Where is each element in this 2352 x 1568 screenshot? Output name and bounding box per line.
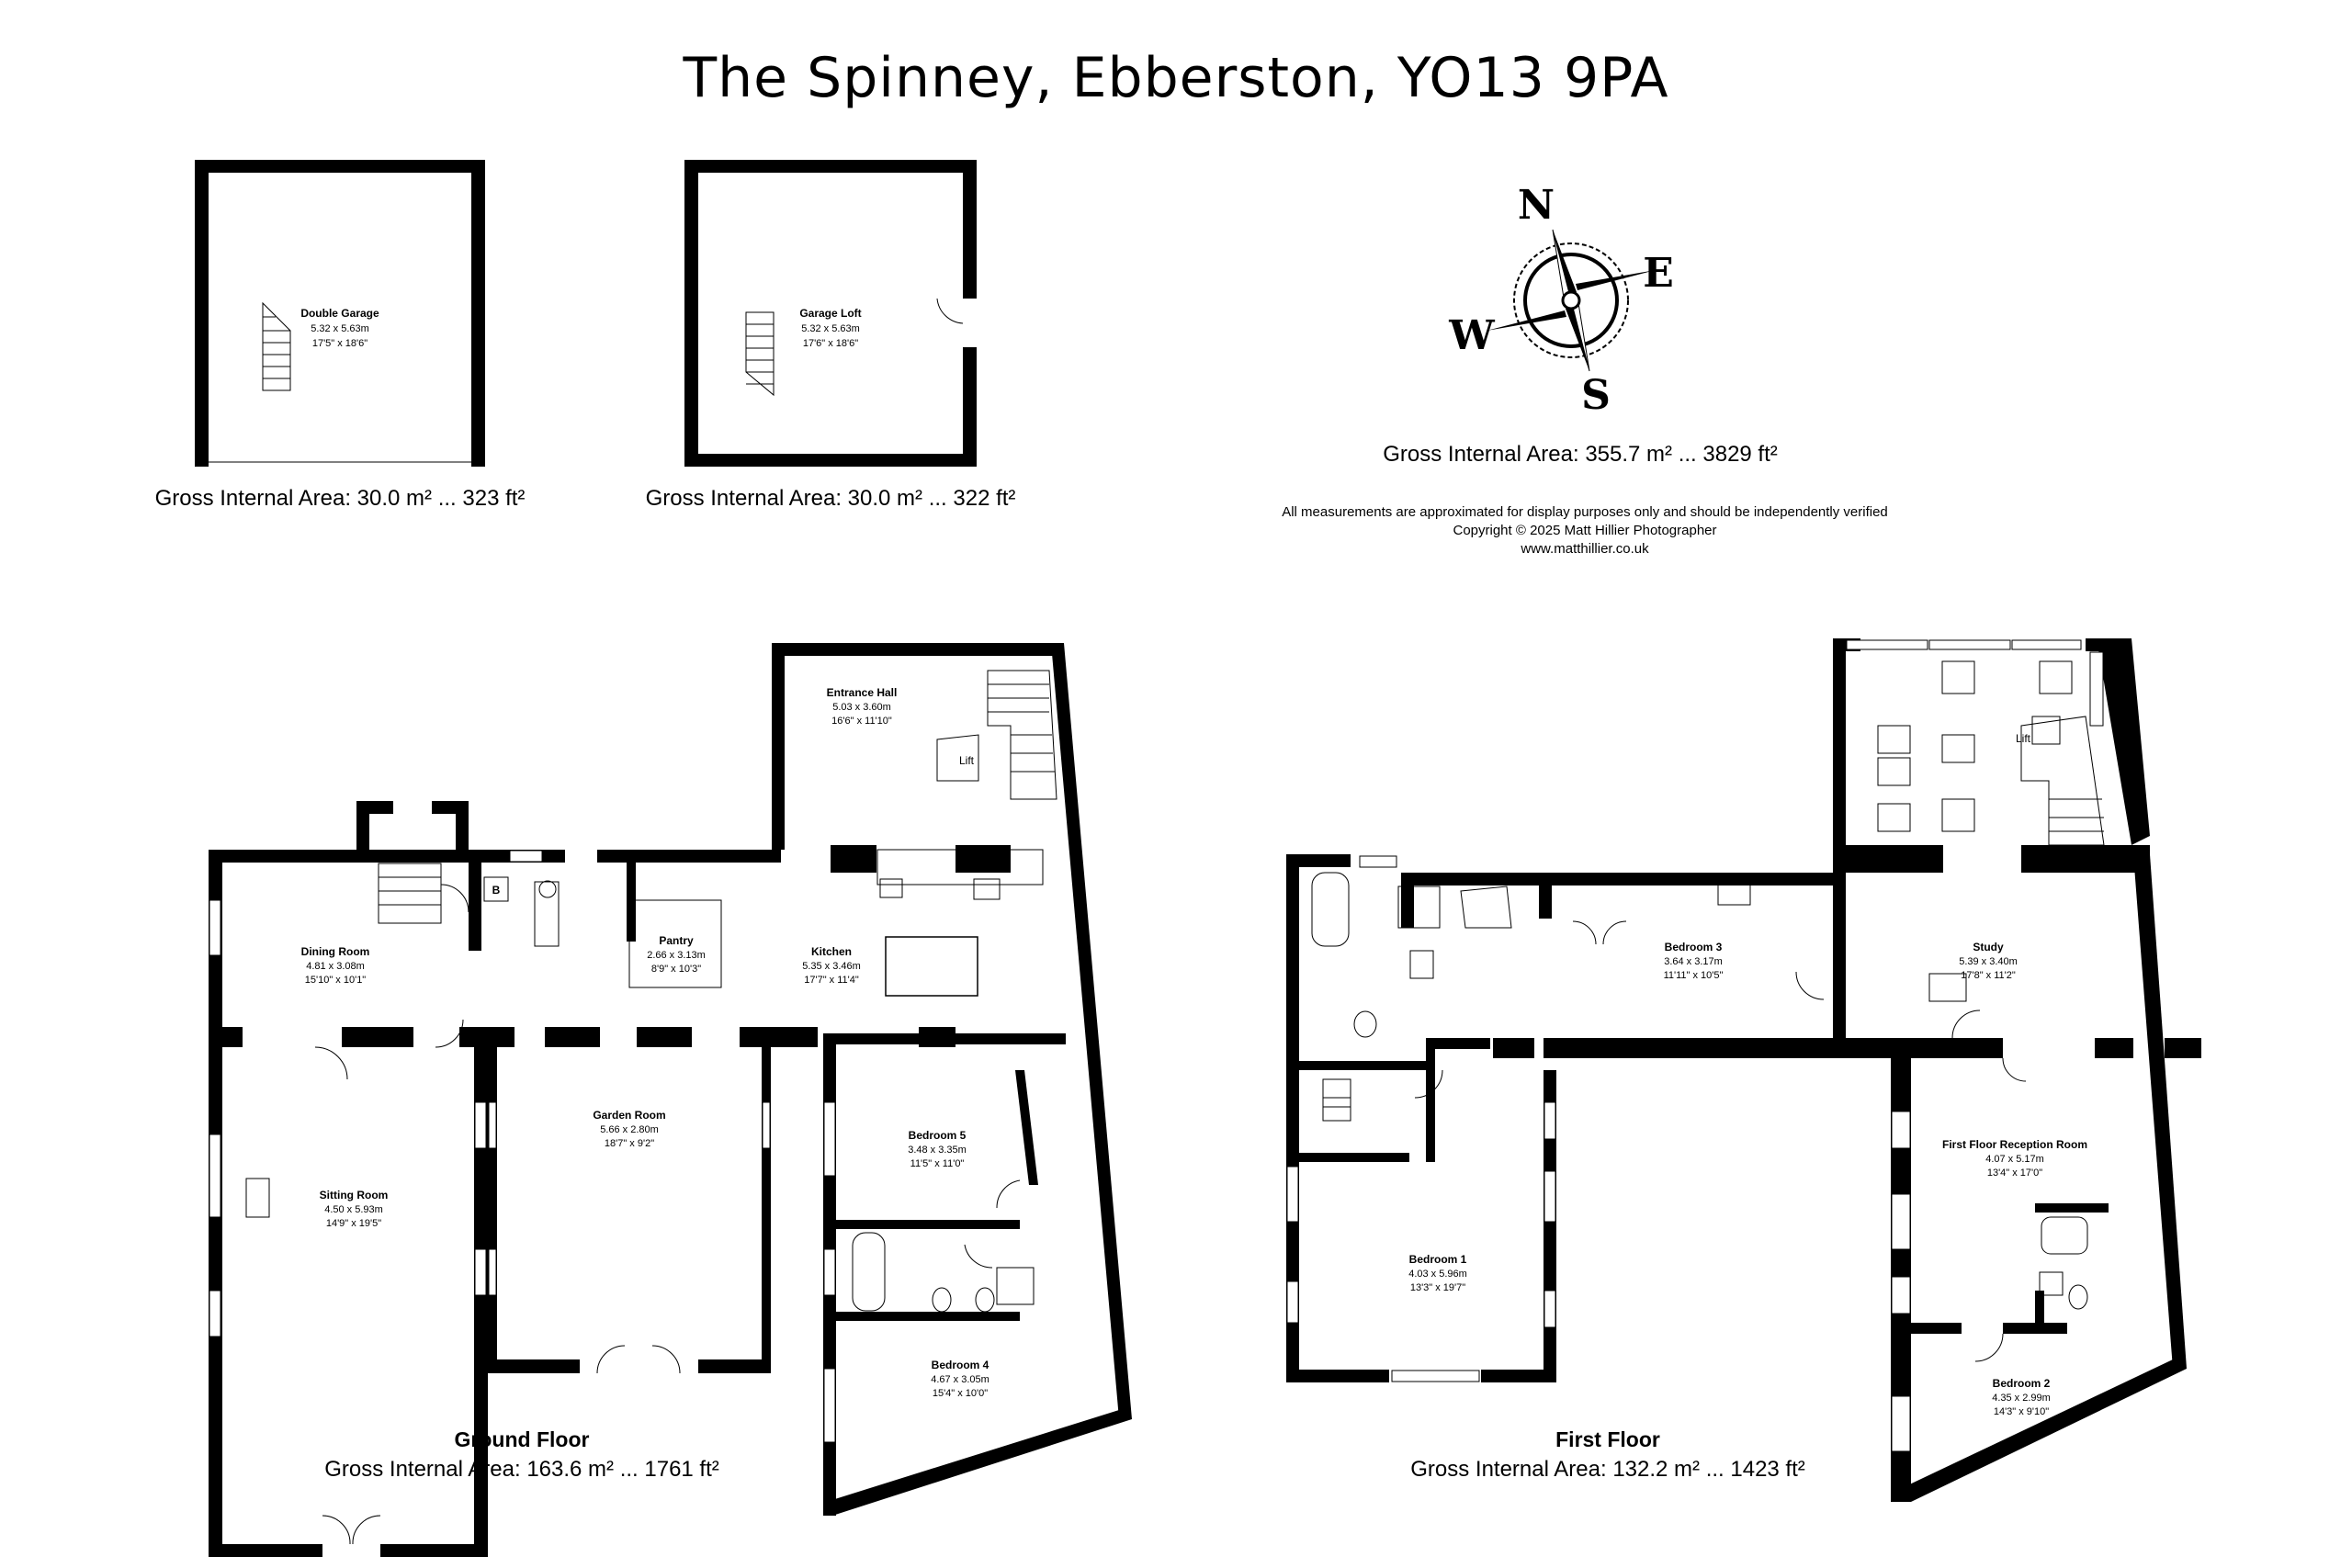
dining-room-imperial: 15'10" x 10'1" xyxy=(305,975,367,986)
bedroom-3-name: Bedroom 3 xyxy=(1665,941,1723,953)
dining-room-metric: 4.81 x 3.08m xyxy=(306,961,365,972)
entrance-hall-metric: 5.03 x 3.60m xyxy=(832,702,891,713)
loft-area: Gross Internal Area: 30.0 m² ... 322 ft² xyxy=(646,486,1016,511)
reception-room-metric: 4.07 x 5.17m xyxy=(1985,1154,2044,1165)
bedroom-5-metric: 3.48 x 3.35m xyxy=(908,1145,967,1156)
dining-room-name: Dining Room xyxy=(301,945,370,958)
garage-room-imperial: 17'5" x 18'6" xyxy=(312,338,368,349)
reception-room-imperial: 13'4" x 17'0" xyxy=(1987,1168,2042,1179)
first-floor-area: Gross Internal Area: 132.2 m² ... 1423 f… xyxy=(1410,1457,1805,1482)
study-metric: 5.39 x 3.40m xyxy=(1959,956,2018,967)
pantry-name: Pantry xyxy=(659,934,694,947)
sitting-room-metric: 4.50 x 5.93m xyxy=(324,1204,383,1215)
bedroom-4-name: Bedroom 4 xyxy=(932,1359,989,1371)
ground-floor-title: Ground Floor xyxy=(455,1427,590,1451)
compass-rose-icon: N E S W xyxy=(1448,182,1673,419)
sitting-room-name: Sitting Room xyxy=(320,1189,389,1201)
bedroom-2-imperial: 14'3" x 9'10" xyxy=(1994,1406,2049,1417)
bedroom-3-metric: 3.64 x 3.17m xyxy=(1664,956,1723,967)
first-fixtures xyxy=(1311,660,2105,1362)
pantry-metric: 2.66 x 3.13m xyxy=(647,950,706,961)
bedroom-1-imperial: 13'3" x 19'7" xyxy=(1410,1282,1465,1293)
bedroom-5-imperial: 11'5" x 11'0" xyxy=(910,1158,965,1169)
compass-east-label: E xyxy=(1643,250,1674,297)
garage-room-name: Double Garage xyxy=(300,307,379,320)
ground-lift-label: Lift xyxy=(959,754,975,767)
kitchen-imperial: 17'7" x 11'4" xyxy=(804,975,859,986)
loft-stairs xyxy=(745,311,775,397)
kitchen-metric: 5.35 x 3.46m xyxy=(802,961,861,972)
garden-room-imperial: 18'7" x 9'2" xyxy=(605,1138,654,1149)
first-lift-label: Lift xyxy=(2016,732,2031,745)
ground-stairs xyxy=(378,670,1057,924)
website-text: www.matthillier.co.uk xyxy=(1520,541,1649,557)
first-floor-plan: Lift Bedroom 3 3.64 x 3.17m 11'11" x 10'… xyxy=(1286,638,2201,1502)
ground-floor-area: Gross Internal Area: 163.6 m² ... 1761 f… xyxy=(324,1457,719,1482)
entrance-hall-imperial: 16'6" x 11'10" xyxy=(831,716,892,727)
bedroom-4-imperial: 15'4" x 10'0" xyxy=(933,1388,988,1399)
bedroom-1-name: Bedroom 1 xyxy=(1409,1253,1467,1266)
bedroom-2-name: Bedroom 2 xyxy=(1993,1377,2051,1390)
first-floor-walls xyxy=(1286,638,2201,1502)
loft-room-name: Garage Loft xyxy=(799,307,861,320)
garden-room-metric: 5.66 x 2.80m xyxy=(600,1124,659,1135)
first-windows xyxy=(1286,639,2104,1452)
loft-door xyxy=(936,298,964,324)
pantry-imperial: 8'9" x 10'3" xyxy=(651,964,701,975)
compass-north-label: N xyxy=(1518,182,1555,229)
garage-loft-plan: Garage Loft 5.32 x 5.63m 17'6" x 18'6" xyxy=(684,160,977,467)
boiler-box xyxy=(483,876,509,902)
disclaimer-text: All measurements are approximated for di… xyxy=(1282,504,1888,520)
kitchen-name: Kitchen xyxy=(811,945,852,958)
study-name: Study xyxy=(1973,941,2004,953)
entrance-hall-name: Entrance Hall xyxy=(827,686,898,699)
compass-south-label: S xyxy=(1581,372,1611,419)
first-floor-title: First Floor xyxy=(1555,1427,1660,1451)
compass-west-label: W xyxy=(1448,312,1495,359)
loft-room-imperial: 17'6" x 18'6" xyxy=(803,338,858,349)
study-imperial: 17'8" x 11'2" xyxy=(1961,970,2016,981)
copyright-text: Copyright © 2025 Matt Hillier Photograph… xyxy=(1453,523,1716,538)
ground-fixtures xyxy=(245,849,1044,1545)
loft-room-metric: 5.32 x 5.63m xyxy=(801,323,860,334)
double-garage-plan: Double Garage 5.32 x 5.63m 17'5" x 18'6" xyxy=(195,160,485,467)
ground-floor-walls xyxy=(209,643,1132,1557)
bedroom-2-metric: 4.35 x 2.99m xyxy=(1992,1393,2051,1404)
garage-stairs xyxy=(262,301,291,391)
bedroom-4-metric: 4.67 x 3.05m xyxy=(931,1374,989,1385)
garage-area: Gross Internal Area: 30.0 m² ... 323 ft² xyxy=(155,486,526,511)
ground-windows xyxy=(209,850,836,1443)
total-area: Gross Internal Area: 355.7 m² ... 3829 f… xyxy=(1383,442,1778,467)
garage-room-metric: 5.32 x 5.63m xyxy=(311,323,369,334)
page-title: The Spinney, Ebberston, YO13 9PA xyxy=(682,46,1668,110)
boiler-label: B xyxy=(492,884,501,897)
bedroom-5-name: Bedroom 5 xyxy=(909,1129,967,1142)
reception-room-name: First Floor Reception Room xyxy=(1942,1138,2087,1151)
ground-floor-plan: B Lift Entrance Hall 5.03 x 3.60m 16'6" … xyxy=(209,643,1132,1557)
bedroom-1-metric: 4.03 x 5.96m xyxy=(1408,1269,1467,1280)
garden-room-name: Garden Room xyxy=(593,1109,665,1122)
sitting-room-imperial: 14'9" x 19'5" xyxy=(326,1218,381,1229)
bedroom-3-imperial: 11'11" x 10'5" xyxy=(1664,970,1724,981)
